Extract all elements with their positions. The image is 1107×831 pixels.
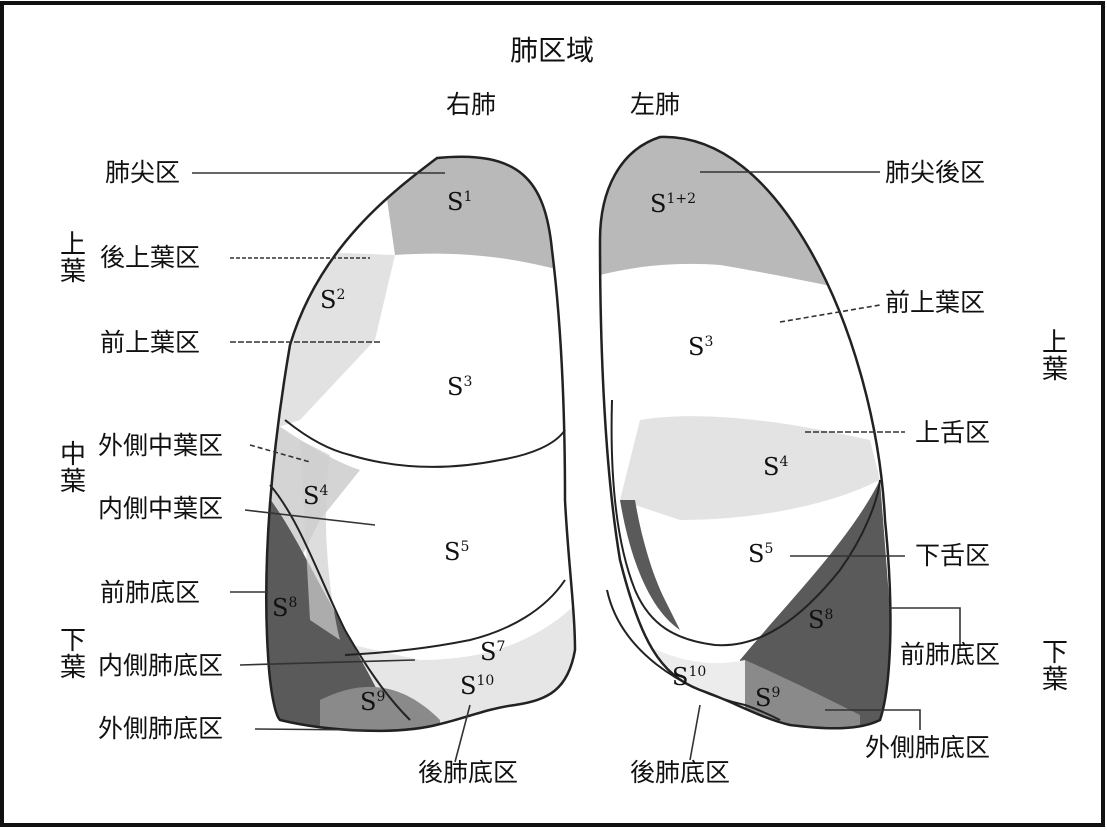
segment-code-s1: S1 — [447, 190, 472, 214]
left-superior-lingular-label: 上舌区 — [915, 420, 990, 445]
right-medial-basal-label: 内側肺底区 — [98, 653, 223, 678]
right-lateral-basal-label: 外側肺底区 — [98, 716, 223, 741]
segment-code-s3: S3 — [447, 375, 472, 399]
left-upper-lobe-label: 上葉 — [1040, 330, 1070, 385]
segment-code-s7: S7 — [480, 640, 505, 664]
left-lower-lobe-label: 下葉 — [1040, 640, 1070, 695]
left-inferior-lingular-label: 下舌区 — [915, 543, 990, 568]
right-middle-lobe-label: 中葉 — [58, 442, 88, 497]
segment-code-s4-left: S4 — [763, 455, 788, 479]
segment-code-s5-left: S5 — [748, 542, 773, 566]
right-posterior-label: 後上葉区 — [100, 245, 200, 270]
segment-code-s10-left: S10 — [672, 665, 706, 689]
segment-code-s9: S9 — [360, 690, 385, 714]
right-lateral-middle-label: 外側中葉区 — [98, 433, 223, 458]
left-apicoposterior-label: 肺尖後区 — [885, 160, 985, 185]
left-anterior-basal-label: 前肺底区 — [900, 642, 1000, 667]
segment-code-s2: S2 — [320, 288, 345, 312]
segment-code-s10: S10 — [460, 674, 494, 698]
right-posterior-basal-label: 後肺底区 — [418, 760, 518, 785]
segment-code-s9-left: S9 — [755, 686, 780, 710]
left-posterior-basal-label: 後肺底区 — [630, 760, 730, 785]
right-anterior-basal-label: 前肺底区 — [100, 580, 200, 605]
right-upper-lobe-label: 上葉 — [58, 232, 88, 287]
segment-code-s3-left: S3 — [688, 335, 713, 359]
left-lateral-basal-label: 外側肺底区 — [865, 735, 990, 760]
segment-code-s5: S5 — [444, 540, 469, 564]
right-lung-fill — [250, 140, 590, 740]
left-lung-title: 左肺 — [630, 92, 680, 117]
right-apical-label: 肺尖区 — [105, 160, 180, 185]
segment-code-s1-2: S1+2 — [650, 192, 696, 216]
right-lower-lobe-label: 下葉 — [58, 628, 88, 683]
left-anterior-label: 前上葉区 — [885, 290, 985, 315]
segment-code-s8: S8 — [272, 596, 297, 620]
segment-code-s4: S4 — [303, 484, 328, 508]
right-lung-title: 右肺 — [446, 92, 496, 117]
segment-code-s8-left: S8 — [808, 608, 833, 632]
diagram-title: 肺区域 — [510, 37, 594, 65]
right-medial-middle-label: 内側中葉区 — [98, 496, 223, 521]
right-anterior-label: 前上葉区 — [100, 330, 200, 355]
